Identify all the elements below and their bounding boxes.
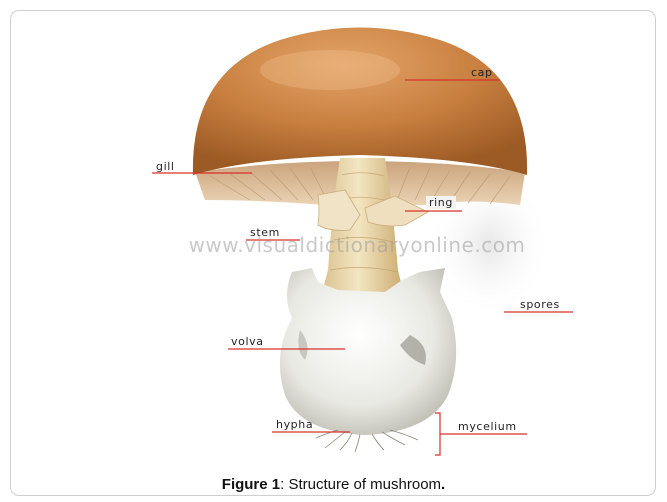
figure-caption: Figure 1: Structure of mushroom.	[0, 476, 667, 493]
caption-figure-number: Figure 1	[222, 476, 280, 493]
label-hypha: hypha	[276, 418, 313, 431]
watermark: www.visualdictionaryonline.com	[189, 233, 526, 257]
label-mycelium: mycelium	[458, 420, 517, 433]
label-cap: cap	[471, 66, 493, 79]
caption-period: .	[441, 476, 445, 493]
label-volva: volva	[231, 335, 264, 348]
label-spores: spores	[520, 298, 560, 311]
mycelium-bracket	[435, 413, 452, 455]
caption-text: Structure of mushroom	[288, 476, 441, 493]
label-stem: stem	[250, 226, 280, 239]
cap-shape	[193, 28, 527, 176]
label-gill: gill	[156, 160, 175, 173]
label-ring: ring	[426, 196, 456, 209]
